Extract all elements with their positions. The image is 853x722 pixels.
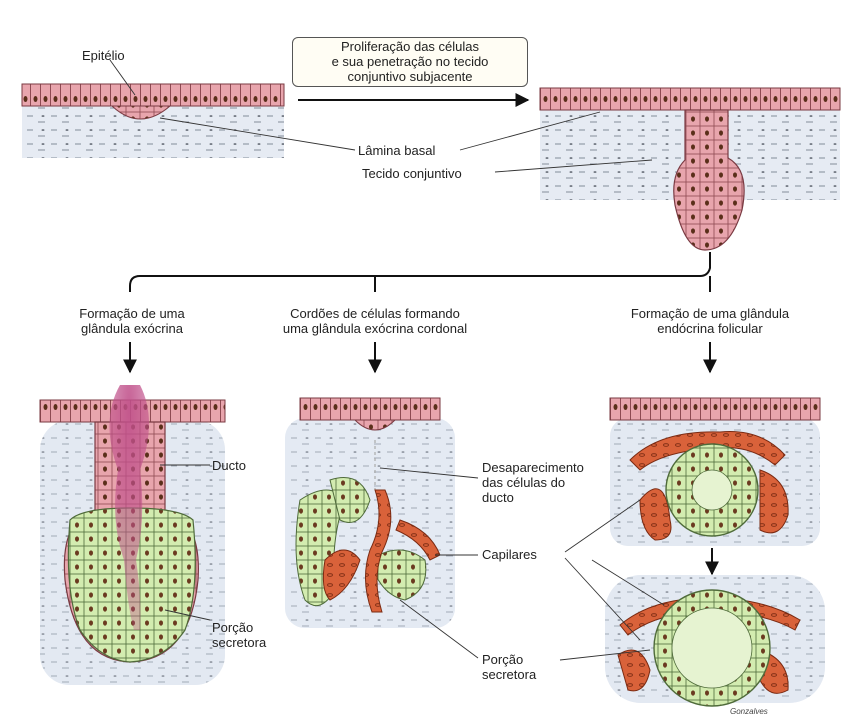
porcao-1-line-2: secretora: [212, 635, 267, 650]
heading-exocrine-line-2: glândula exócrina: [81, 321, 183, 336]
heading-endocrine-line-1: Formação de uma glândula: [630, 306, 790, 321]
panel-exocrine-gland: [39, 385, 226, 685]
artist-signature: Gonzalves: [730, 707, 768, 716]
proliferation-line-1: Proliferação das células: [340, 39, 480, 54]
panel-initial-epithelium: [21, 83, 285, 158]
porcao-2-line-2: secretora: [482, 667, 537, 682]
proliferation-note: Proliferação das células e sua penetraçã…: [292, 37, 528, 87]
label-porcao-secretora-1: Porção secretora: [212, 620, 266, 650]
heading-cordonal: Cordões de células formando uma glândula…: [265, 306, 485, 336]
panel-cordonal-gland: [285, 397, 479, 659]
heading-endocrine: Formação de uma glândula endócrina folic…: [610, 306, 810, 336]
heading-endocrine-line-2: endócrina folicular: [657, 321, 763, 336]
panel-endocrine-top: [609, 397, 821, 546]
leader-lines-top: [109, 59, 653, 173]
label-epitelio: Epitélio: [82, 48, 125, 63]
desaparecimento-line-2: das células do: [482, 475, 566, 490]
label-lamina-basal: Lâmina basal: [358, 143, 436, 158]
porcao-1-line-1: Porção: [212, 620, 254, 635]
desaparecimento-line-3: ducto: [482, 490, 514, 505]
heading-cordonal-line-1: Cordões de células formando: [290, 306, 460, 321]
proliferation-line-3: conjuntivo subjacente: [347, 69, 473, 84]
heading-exocrine: Formação de uma glândula exócrina: [62, 306, 202, 336]
label-ducto: Ducto: [212, 458, 246, 473]
label-desaparecimento: Desaparecimento das células do ducto: [482, 460, 584, 505]
proliferation-line-2: e sua penetração no tecido: [331, 54, 489, 69]
panel-proliferation: [539, 87, 841, 251]
label-tecido-conjuntivo: Tecido conjuntivo: [362, 166, 462, 181]
label-porcao-secretora-2: Porção secretora: [482, 652, 536, 682]
label-capilares: Capilares: [482, 547, 537, 562]
capilares-leaders: [564, 499, 641, 641]
heading-cordonal-line-2: uma glândula exócrina cordonal: [282, 321, 468, 336]
branch-connector: [123, 252, 717, 374]
panel-endocrine-bottom: [559, 559, 825, 707]
heading-exocrine-line-1: Formação de uma: [79, 306, 185, 321]
desaparecimento-line-1: Desaparecimento: [482, 460, 584, 475]
porcao-2-line-1: Porção: [482, 652, 524, 667]
